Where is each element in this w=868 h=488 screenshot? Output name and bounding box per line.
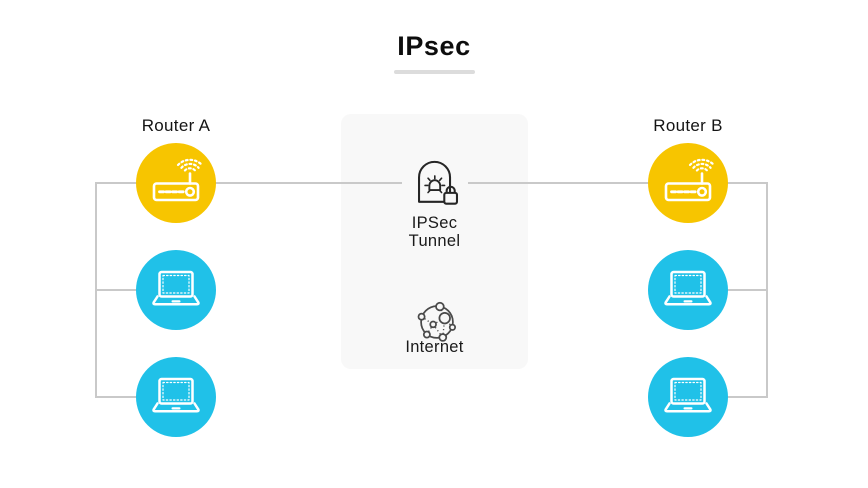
wireless-router-icon — [648, 143, 728, 223]
laptop-icon — [136, 357, 216, 437]
laptop-icon — [648, 250, 728, 330]
laptop-icon — [136, 250, 216, 330]
laptop-b1-node — [648, 250, 728, 330]
internet-globe-icon — [409, 294, 465, 350]
wireless-router-icon — [136, 143, 216, 223]
tunnel-label: IPSec Tunnel — [341, 214, 528, 250]
router-a-label: Router A — [141, 116, 211, 135]
secure-tunnel-lock-icon — [402, 152, 468, 214]
router-b-label: Router B — [653, 116, 723, 135]
router-b-node — [648, 143, 728, 223]
internet-label: Internet — [405, 338, 464, 356]
laptop-a2-node — [136, 357, 216, 437]
laptop-b2-node — [648, 357, 728, 437]
tunnel-label-line2: Tunnel — [408, 232, 461, 250]
tunnel-label-line1: IPSec — [411, 214, 458, 232]
laptop-icon — [648, 357, 728, 437]
connector-left-stub-mid — [95, 289, 176, 291]
laptop-a1-node — [136, 250, 216, 330]
connector-left-stub-bottom — [95, 396, 176, 398]
title-underline — [394, 70, 475, 74]
page-title: IPsec — [397, 31, 471, 61]
router-a-node — [136, 143, 216, 223]
